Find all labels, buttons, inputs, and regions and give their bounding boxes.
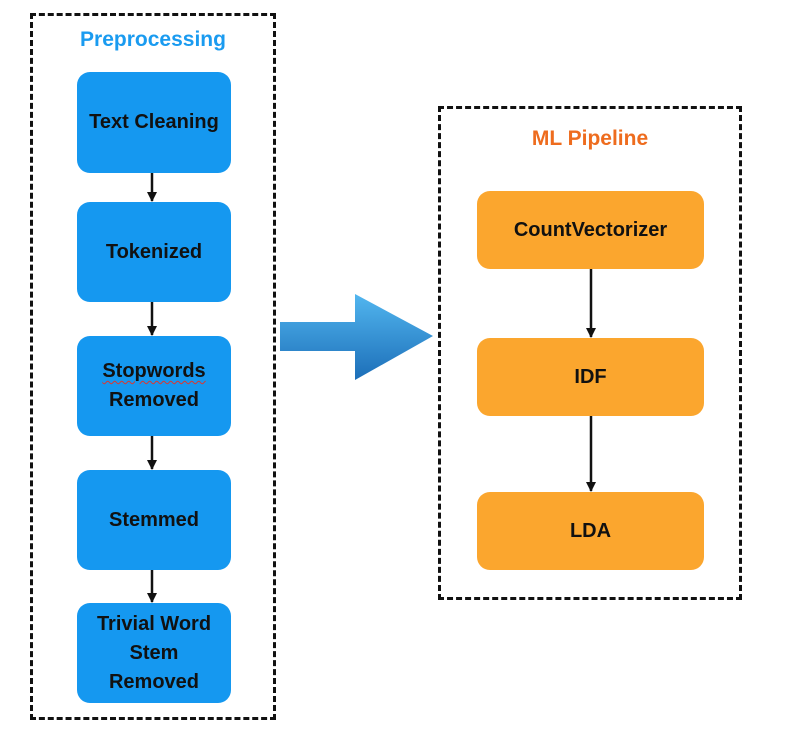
step-lda-label: LDA [569,519,612,542]
step-idf-label: IDF [574,365,607,388]
step-trivial-line2: Stem [129,641,179,664]
ml-pipeline-title: ML Pipeline [531,127,649,150]
step-stopwords-line2: Removed [108,389,200,411]
step-idf: IDF [477,338,704,416]
step-stemmed-label: Stemmed [108,508,200,531]
step-stopwords-removed-label: Stopwords Removed [102,357,205,415]
right-arrow-icon [280,294,433,380]
step-text-cleaning-label: Text Cleaning [89,111,219,133]
preprocessing-title: Preprocessing [80,28,226,51]
step-countvectorizer-label: CountVectorizer [513,218,668,241]
step-stopwords-line1: Stopwords [102,360,206,382]
step-tokenized-label: Tokenized [105,240,203,263]
preprocessing-group [30,13,276,720]
step-stopwords-removed: Stopwords Removed [77,336,231,436]
ml-pipeline-group [438,106,742,600]
step-trivial-word-stem-removed: Trivial Word Stem Removed [77,603,231,703]
step-tokenized: Tokenized [77,202,231,302]
step-lda: LDA [477,492,704,570]
step-trivial-label: Trivial Word Stem Removed [97,610,211,697]
step-text-cleaning: Text Cleaning [77,72,231,173]
step-trivial-line1: Trivial Word [96,612,212,635]
step-stemmed: Stemmed [77,470,231,570]
step-trivial-line3: Removed [108,670,199,693]
step-countvectorizer: CountVectorizer [477,191,704,269]
